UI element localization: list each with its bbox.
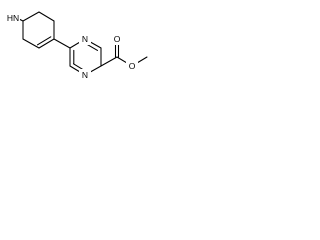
bond bbox=[22, 38, 40, 49]
double-bond bbox=[36, 36, 52, 46]
pyrazine-n-bottom-label: N bbox=[82, 70, 88, 80]
ring-link-bond bbox=[53, 38, 71, 49]
bond bbox=[22, 11, 40, 22]
bond bbox=[38, 11, 55, 22]
tetrahydropyridine-ring bbox=[14, 11, 55, 49]
nh-label: HN bbox=[7, 13, 19, 23]
ester-o-label: O bbox=[129, 61, 136, 71]
molecule-structure: HN N N O O bbox=[5, 11, 148, 81]
carbonyl-o-label: O bbox=[114, 34, 121, 44]
bond bbox=[100, 56, 118, 67]
bond bbox=[38, 38, 55, 49]
methyl-ester-group bbox=[100, 42, 148, 67]
pyrazine-n-top-label: N bbox=[82, 34, 88, 44]
